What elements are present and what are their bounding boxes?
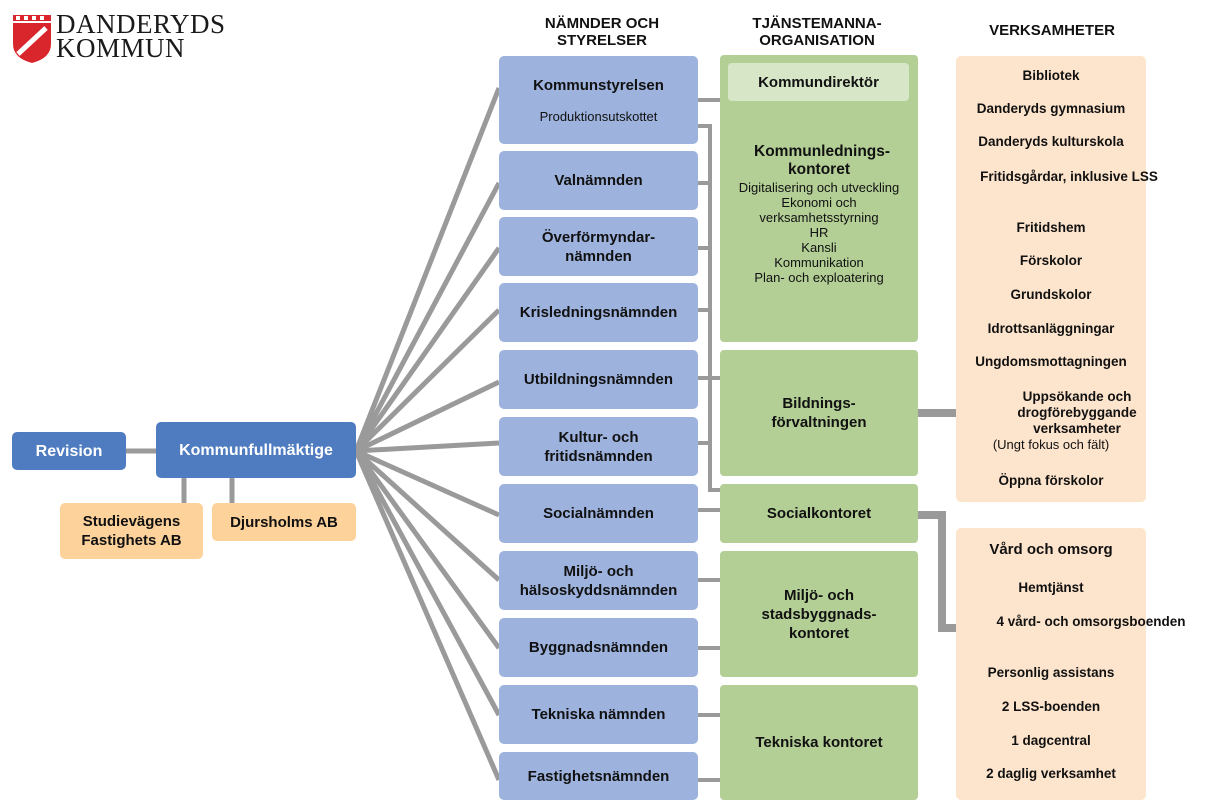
kommunledning-title: Kommunlednings-kontoret [754,143,891,178]
verk-ungt-fokus: (Ungt fokus och fält) [992,437,1110,452]
kommunfullmaktige-box: Kommunfullmäktige [156,422,356,478]
danderyd-shield-icon [13,15,51,63]
socialkontoret-box: Socialkontoret [720,484,918,543]
verk-grundskolor: Grundskolor [1010,287,1092,302]
verk-uppsokande: Uppsökande och drogförebyggande verksamh… [1017,389,1137,436]
unit-kommunikation: Kommunikation [774,255,864,270]
bildning-box: Bildnings-förvaltningen [720,350,918,476]
header-verksamheter: VERKSAMHETER [989,22,1115,39]
verk-fritidsgardar: Fritidsgårdar, inklusive LSS [980,169,1158,184]
krisledning-box: Krisledningsnämnden [499,283,698,342]
verk-fritidshem: Fritidshem [1016,220,1086,235]
kommundirektor-box: Kommundirektör [728,63,909,101]
kommunstyrelsen-box: Kommunstyrelsen Produktionsutskottet [499,56,698,144]
kommunledning-box: Kommundirektör Kommunlednings-kontoret D… [720,55,918,342]
utbildning-box: Utbildningsnämnden [499,350,698,409]
logo-line1: DANDERYDS [56,9,226,39]
produktionsutskottet-label: Produktionsutskottet [539,109,658,124]
verk-idrott: Idrottsanläggningar [987,321,1115,336]
verksamheter-group-1: Bibliotek Danderyds gymnasium Danderyds … [956,56,1158,502]
verk-omsorgsboenden: 4 vård- och omsorgsboenden [996,614,1186,629]
unit-ekonomi: Ekonomi och verksamhetsstyrning [759,195,879,225]
verk-hemtjanst: Hemtjänst [1018,580,1084,595]
verk-oppna-forskolor: Öppna förskolor [998,473,1104,488]
verk-lss-boenden: 2 LSS-boenden [1001,699,1101,714]
verksamheter-group-2: Vård och omsorg Hemtjänst 4 vård- och om… [956,528,1186,800]
valnamnden-box: Valnämnden [499,151,698,210]
fastighet-box: Fastighetsnämnden [499,752,698,800]
verk-daglig-verksamhet: 2 daglig verksamhet [986,766,1116,781]
connector-lines [98,87,956,782]
unit-hr: HR [809,225,829,240]
studievagens-box: Studievägens Fastighets AB [60,503,203,559]
miljo-stads-box: Miljö- och stadsbyggnads-kontoret [720,551,918,677]
logo-wordmark: DANDERYDS KOMMUN [56,9,226,63]
byggnad-box: Byggnadsnämnden [499,618,698,677]
verk-vard-omsorg-title: Vård och omsorg [989,541,1113,558]
overformyndar-box: Överförmyndar-nämnden [499,217,698,276]
miljo-box: Miljö- och hälsoskyddsnämnden [499,551,698,610]
verk-kulturskola: Danderyds kulturskola [978,134,1124,149]
tekniska-namnden-box: Tekniska nämnden [499,685,698,744]
social-box: Socialnämnden [499,484,698,543]
kommunstyrelsen-label: Kommunstyrelsen [533,77,664,94]
kommunledning-content: Kommunlednings-kontoret Digitalisering o… [724,143,914,285]
kultur-box: Kultur- och fritidsnämnden [499,417,698,476]
verk-ungdomsmottagning: Ungdomsmottagningen [975,354,1127,369]
unit-digitalisering: Digitalisering och utveckling [738,180,900,195]
tekniska-kontoret-box: Tekniska kontoret [720,685,918,800]
revision-box: Revision [12,432,126,470]
logo-line2: KOMMUN [56,33,186,63]
unit-plan: Plan- och exploatering [754,270,884,285]
header-namnder: NÄMNDER OCH STYRELSER [544,15,660,49]
verk-forskolor: Förskolor [1019,253,1083,268]
verk-bibliotek: Bibliotek [1022,68,1080,83]
verk-gymnasium: Danderyds gymnasium [976,101,1126,116]
djursholms-box: Djursholms AB [212,503,356,541]
verk-dagcentral: 1 dagcentral [1011,733,1091,748]
header-tjanstemanna: TJÄNSTEMANNA-ORGANISATION [752,15,882,49]
unit-kansli: Kansli [801,240,837,255]
verk-personlig-assistans: Personlig assistans [987,665,1115,680]
